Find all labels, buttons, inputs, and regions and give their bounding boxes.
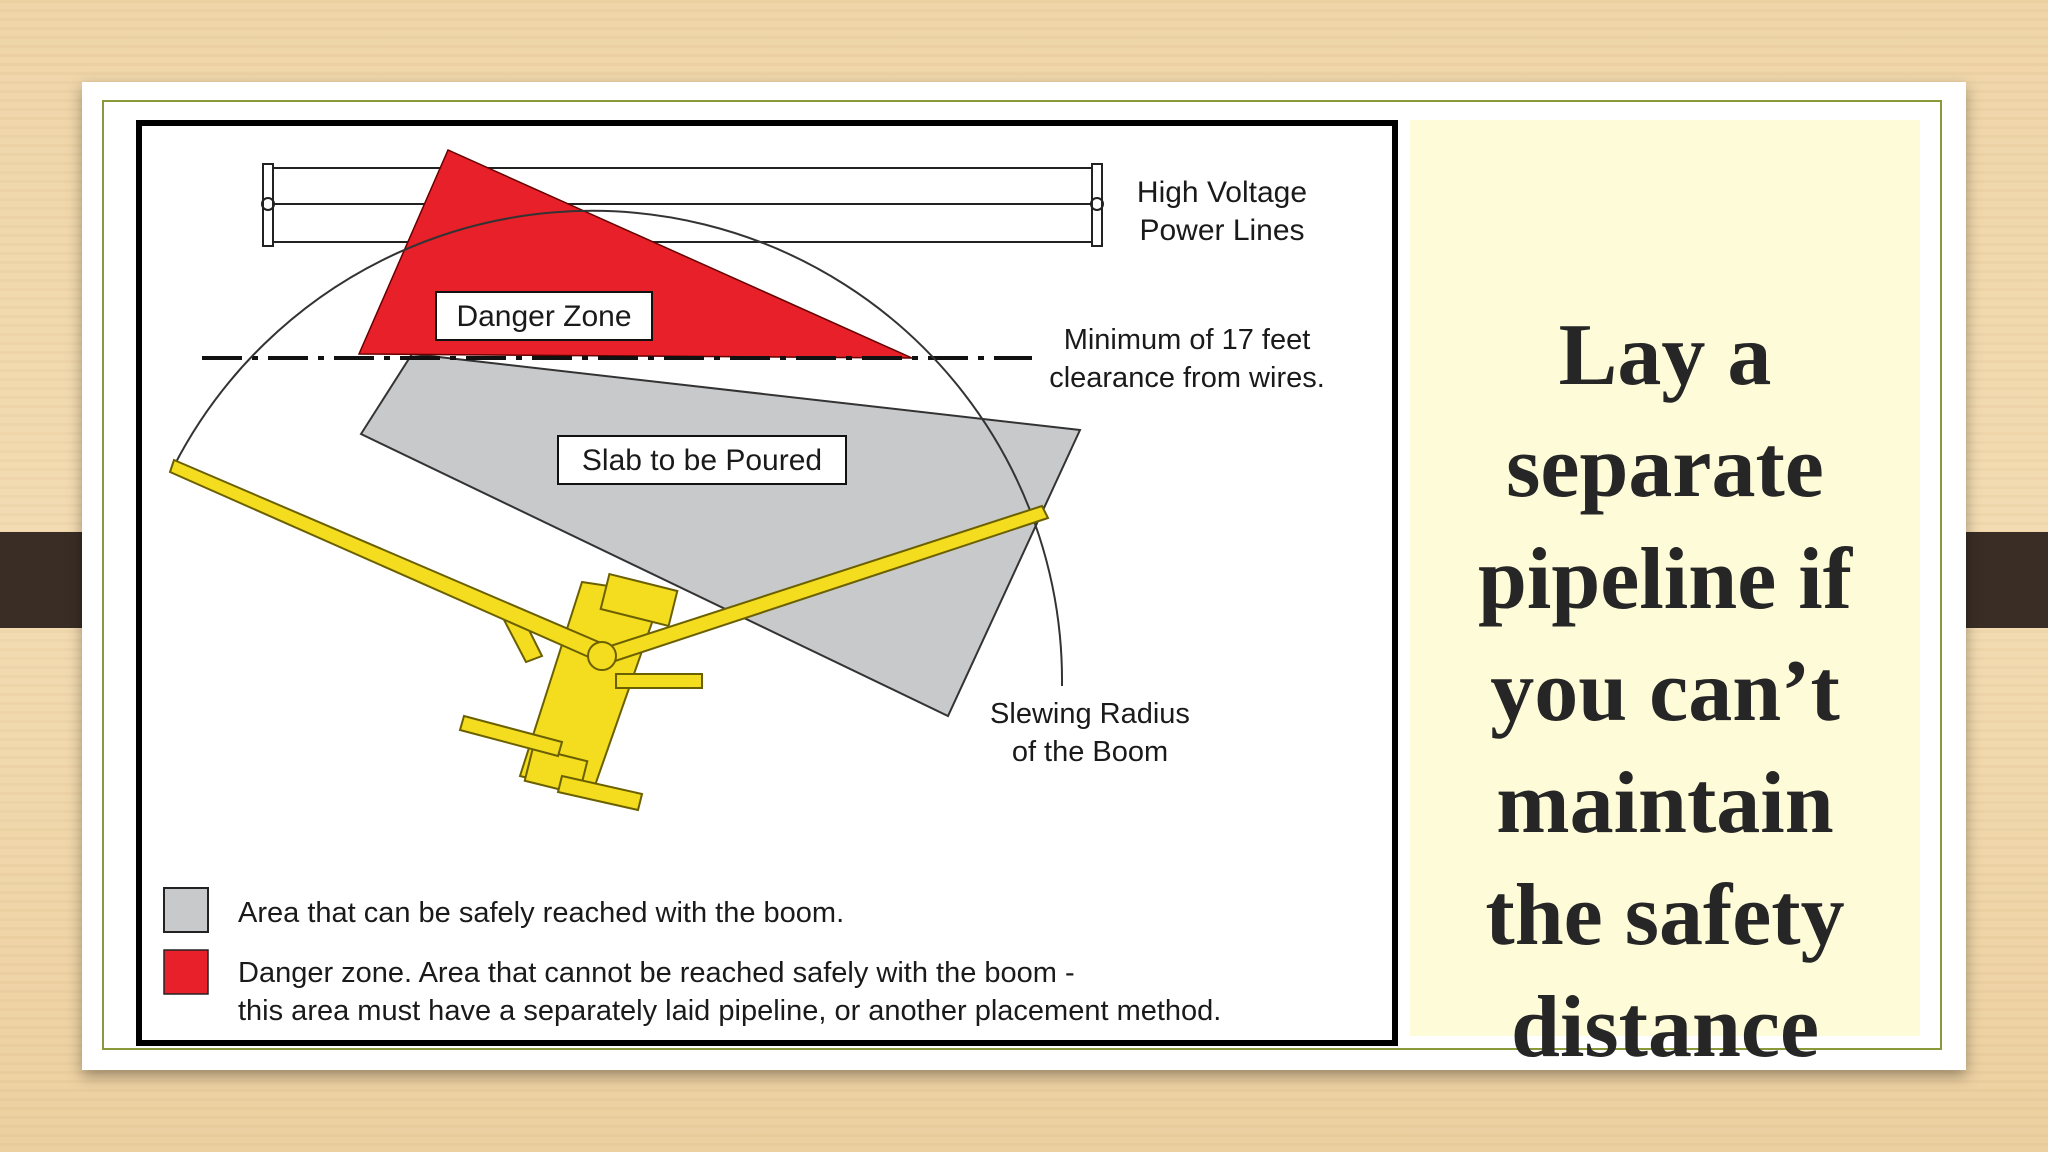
slab-label: Slab to be Poured [582,444,822,477]
legend-danger-text-2: this area must have a separately laid pi… [238,995,1221,1027]
power-lines-label-1: High Voltage [1137,176,1307,209]
danger-zone-label: Danger Zone [456,300,631,333]
slewing-label-2: of the Boom [1012,736,1168,768]
legend-safe-swatch [163,887,209,933]
slab-label-box [557,435,847,485]
danger-zone-label-box [435,291,653,341]
slab-area [359,352,1082,718]
legend-danger-text-1: Danger zone. Area that cannot be reached… [238,957,1075,989]
legend-safe-text: Area that can be safely reached with the… [238,897,844,929]
crane-truck [168,458,1050,812]
slewing-label-1: Slewing Radius [990,698,1190,730]
note-heading: Lay a separate pipeline if you can’t mai… [1410,300,1920,1084]
note-line: distance [1511,979,1819,1076]
note-line: Lay a [1558,307,1772,404]
power-lines-label-2: Power Lines [1139,214,1304,247]
clearance-label-1: Minimum of 17 feet [1064,324,1311,356]
slewing-radius-arc [173,209,1064,687]
slide-border [102,100,1942,1050]
power-lines [261,163,1104,247]
note-line: the safety [1485,867,1845,964]
clearance-label-2: clearance from wires. [1049,362,1325,394]
note-line: pipeline if [1477,531,1853,628]
boom-safety-diagram: Danger Zone Slab to be Poured High Volta… [136,120,1398,1046]
note-line: maintain [1496,755,1834,852]
note-panel: Lay a separate pipeline if you can’t mai… [1410,120,1920,1076]
note-line: separate [1506,419,1824,516]
note-line: you can’t [1490,643,1840,740]
legend-danger-swatch [163,949,209,995]
diagram-svg: Danger Zone Slab to be Poured High Volta… [163,149,1325,1027]
